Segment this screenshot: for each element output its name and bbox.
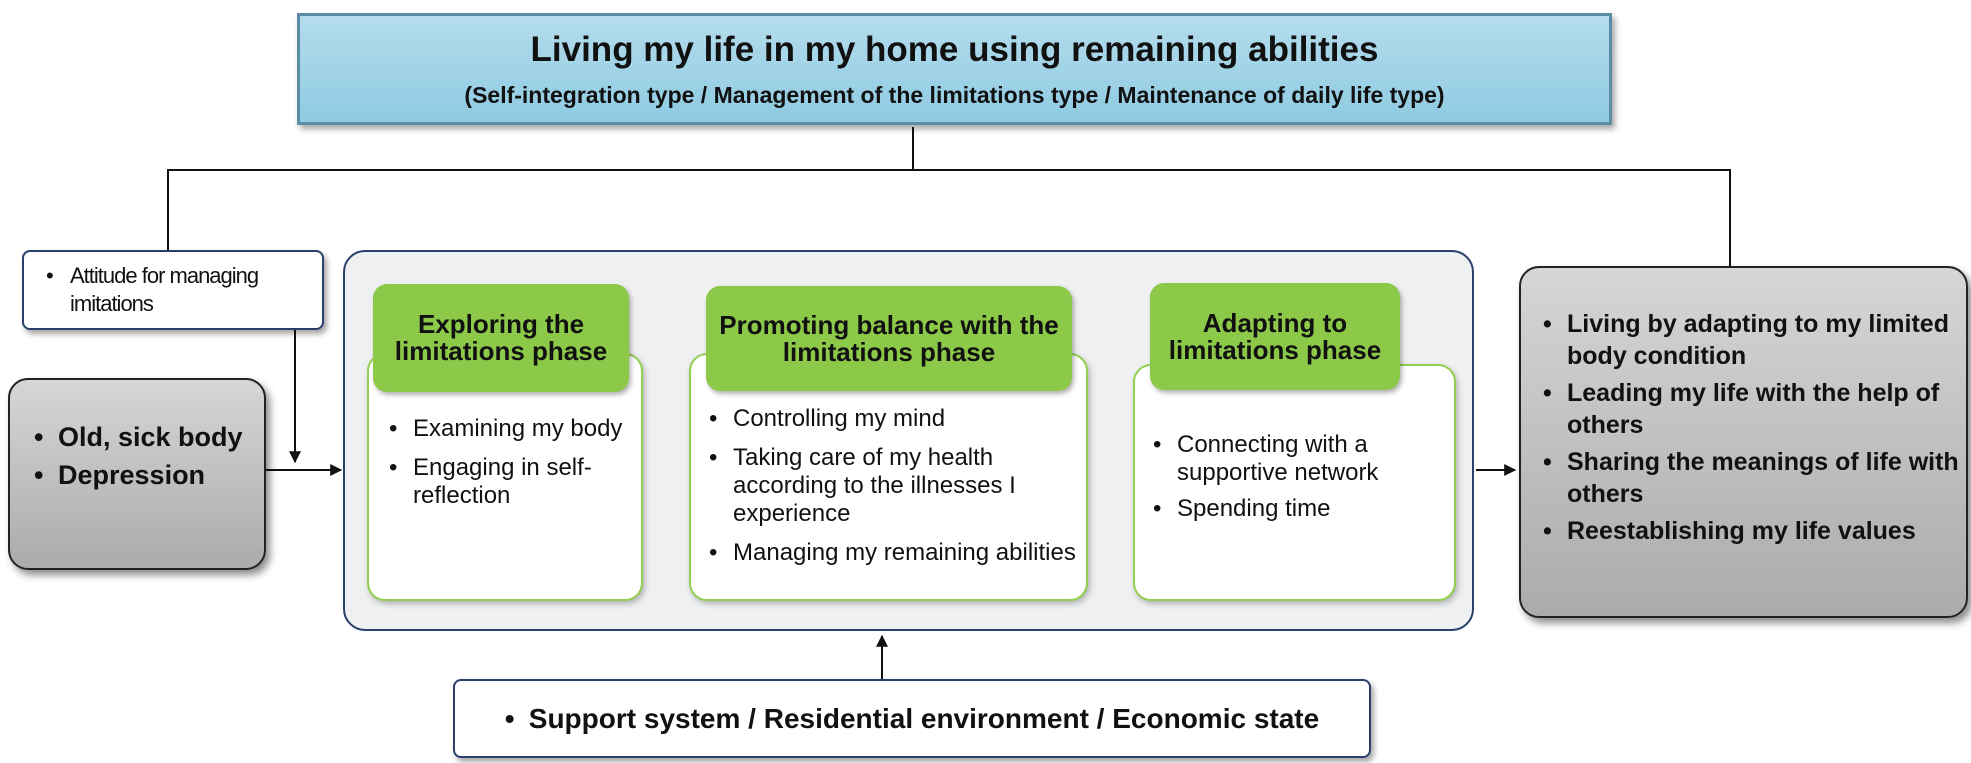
attitude-box: Attitude for managing imitations — [22, 250, 324, 330]
attitude-item: Attitude for managing imitations — [46, 262, 322, 318]
phase-item: Engaging in self-reflection — [389, 454, 641, 510]
outcomes-box: Living by adapting to my limited body co… — [1519, 266, 1968, 618]
diagram-subtitle: (Self-integration type / Management of t… — [464, 82, 1445, 108]
outcome-item: Sharing the meanings of life with others — [1543, 446, 1966, 510]
context-box: Support system / Residential environment… — [453, 679, 1371, 758]
antecedents-box: Old, sick body Depression — [8, 378, 266, 570]
phase-card-adapting: Connecting with a supportive network Spe… — [1133, 364, 1456, 601]
context-item: Support system / Residential environment… — [505, 681, 1319, 756]
phase-item: Controlling my mind — [709, 405, 1086, 433]
phase-card-exploring: Examining my body Engaging in self-refle… — [367, 353, 643, 601]
phase-item: Connecting with a supportive network — [1153, 431, 1454, 487]
title-box: Living my life in my home using remainin… — [297, 13, 1612, 125]
phase-item: Examining my body — [389, 415, 641, 443]
diagram-title: Living my life in my home using remainin… — [530, 30, 1379, 69]
title-connector-line — [167, 127, 1731, 266]
phase-item: Managing my remaining abilities — [709, 539, 1086, 567]
outcome-item: Living by adapting to my limited body co… — [1543, 308, 1966, 372]
phase-header-adapting: Adapting to limitations phase — [1150, 283, 1400, 390]
antecedent-item: Old, sick body — [34, 422, 264, 452]
phase-card-promoting: Controlling my mind Taking care of my he… — [689, 353, 1088, 601]
phase-header-exploring: Exploring the limitations phase — [373, 284, 629, 392]
antecedent-item: Depression — [34, 460, 264, 490]
phase-item: Taking care of my health according to th… — [709, 444, 1086, 528]
outcome-item: Reestablishing my life values — [1543, 515, 1966, 547]
outcome-item: Leading my life with the help of others — [1543, 377, 1966, 441]
phase-header-promoting: Promoting balance with the limitations p… — [706, 286, 1072, 391]
phase-item: Spending time — [1153, 495, 1454, 523]
